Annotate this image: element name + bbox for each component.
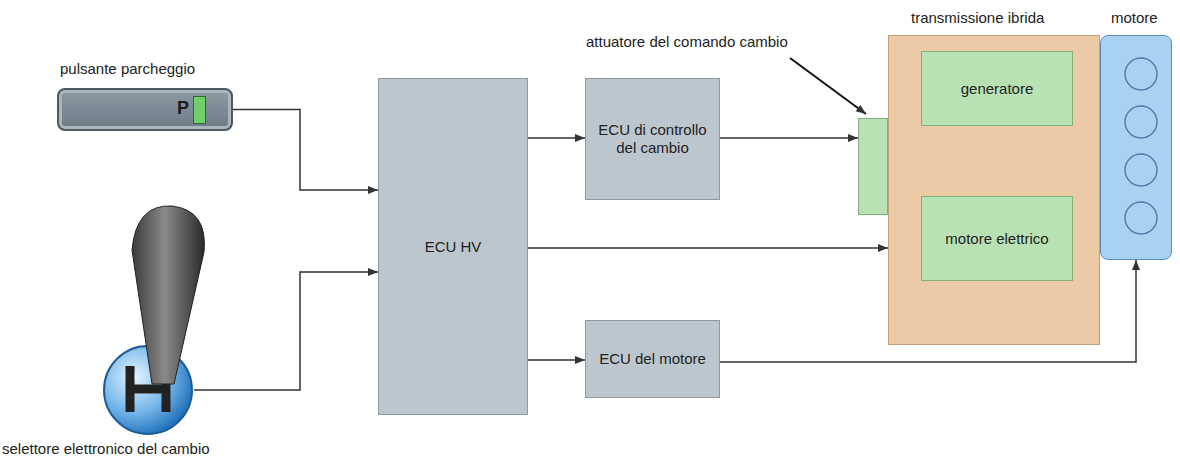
signal-connector bbox=[233, 110, 378, 191]
shift-actuator: attuatore del comando cambio bbox=[858, 118, 888, 215]
box-label: ECU del motore bbox=[599, 350, 706, 368]
ecu-box: ECU di controllo del cambio bbox=[585, 78, 720, 200]
box-label: ECU HV bbox=[425, 238, 482, 256]
ecu-box: ECU HV bbox=[378, 78, 528, 415]
engine: motore bbox=[1100, 35, 1172, 260]
box-label: ECU di controllo del cambio bbox=[592, 121, 713, 157]
leader-line bbox=[790, 58, 866, 114]
component-box: generatore bbox=[921, 51, 1073, 126]
selector-illustration bbox=[4, 196, 296, 458]
hybrid-transmission: transmissione ibridageneratoremotore ele… bbox=[888, 35, 1100, 345]
ecu-box: ECU del motore bbox=[585, 320, 720, 398]
gear-selector: selettore elettronico del cambio bbox=[4, 196, 296, 458]
actuator-label: attuatore del comando cambio bbox=[586, 33, 788, 51]
shift-knob bbox=[132, 206, 204, 384]
box-label: motore elettrico bbox=[945, 230, 1048, 248]
indicator-light bbox=[193, 96, 206, 124]
signal-connector bbox=[720, 137, 858, 139]
signal-connector bbox=[194, 272, 378, 390]
engine-label: motore bbox=[1111, 9, 1158, 27]
cylinder bbox=[1125, 154, 1157, 186]
cylinder bbox=[1125, 202, 1157, 234]
selector-label: selettore elettronico del cambio bbox=[2, 440, 210, 458]
box-label: generatore bbox=[961, 80, 1034, 98]
park-button: pulsante parcheggioP bbox=[57, 88, 233, 131]
button-symbol: P bbox=[177, 99, 189, 117]
button-label: pulsante parcheggio bbox=[60, 60, 195, 78]
cylinder bbox=[1125, 58, 1157, 90]
component-box: motore elettrico bbox=[921, 196, 1073, 281]
cylinder bbox=[1125, 106, 1157, 138]
transmission-label: transmissione ibrida bbox=[911, 9, 1044, 27]
signal-connector bbox=[528, 247, 888, 249]
signal-connector bbox=[528, 137, 585, 139]
cylinders bbox=[1101, 36, 1173, 261]
signal-connector bbox=[528, 359, 585, 361]
